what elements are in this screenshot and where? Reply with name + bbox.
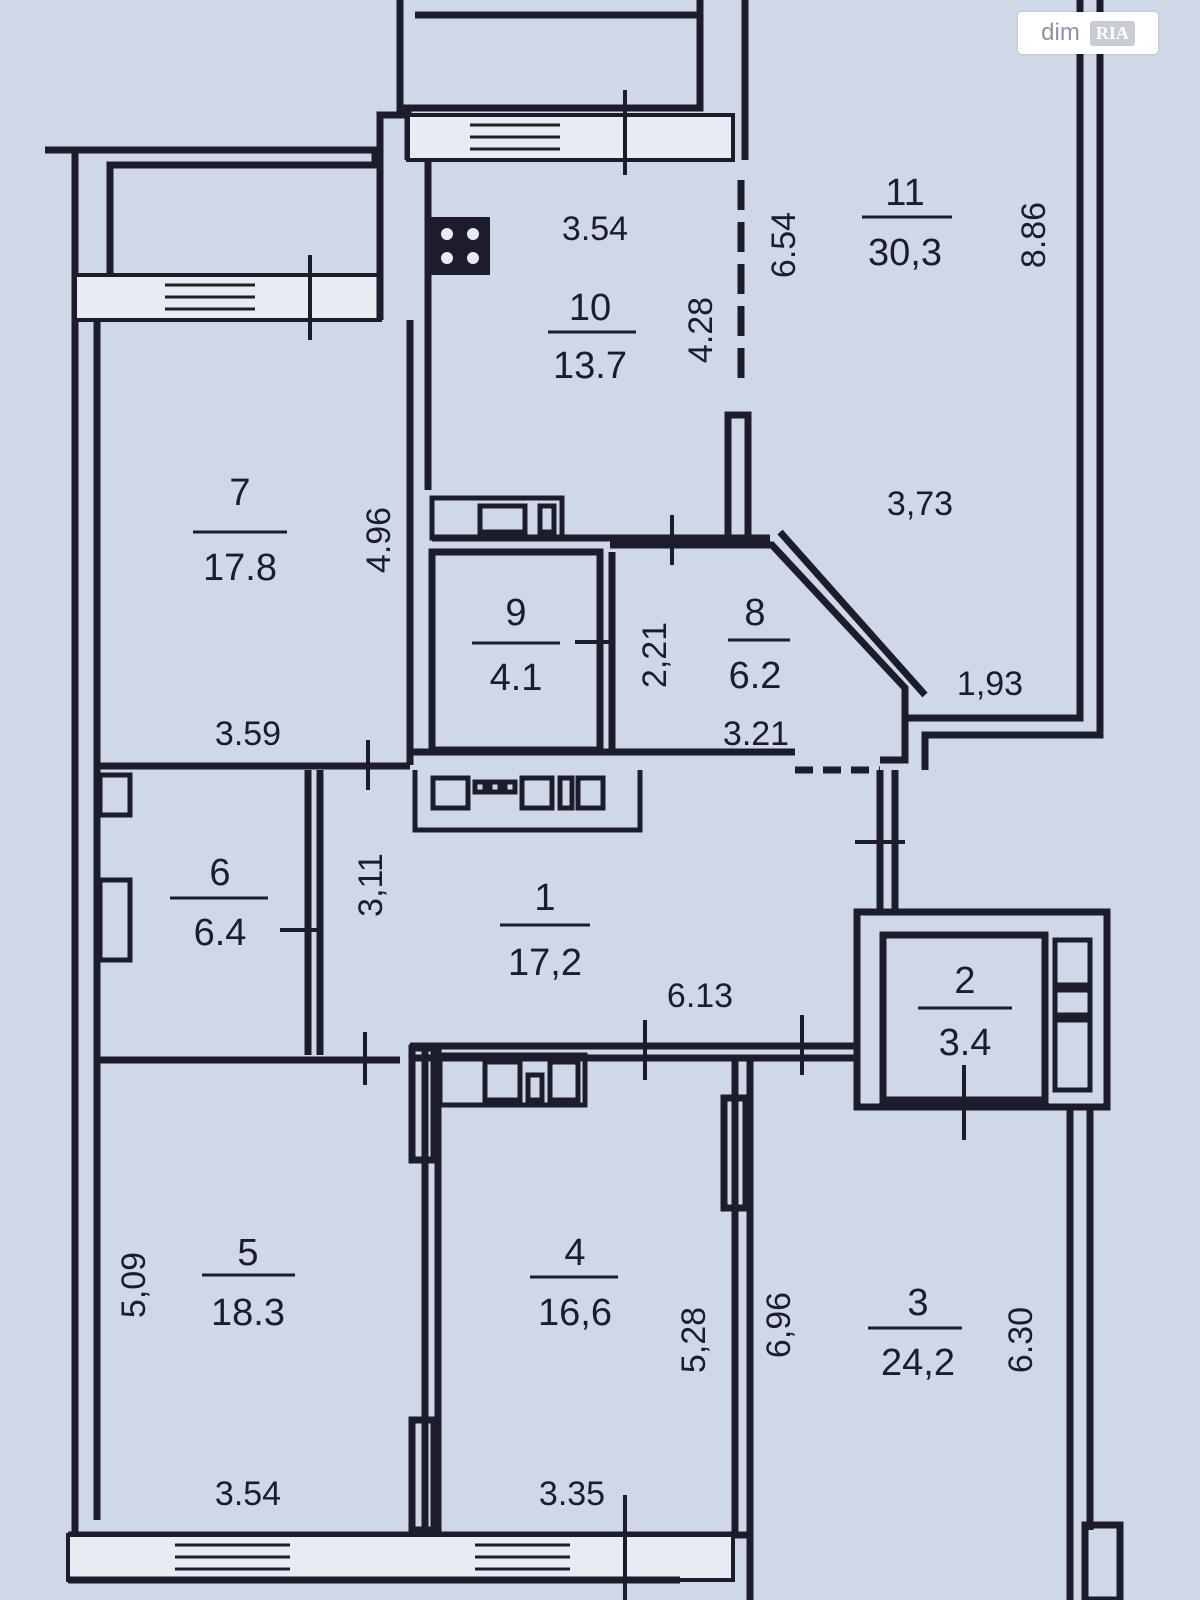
dim-room4-width: 3.35 — [539, 1475, 605, 1513]
utility-box3 — [487, 779, 503, 795]
stove-icon — [430, 217, 490, 275]
fixture-room6-top — [97, 772, 133, 818]
room-5-area: 18.3 — [211, 1292, 285, 1334]
column-room3-bottom — [1081, 1521, 1124, 1600]
room-5-number: 5 — [237, 1232, 258, 1274]
dim-room7-length: 4.96 — [360, 507, 398, 573]
wall-room11-right-outer — [921, 0, 1104, 770]
fixture-room2-1 — [1052, 937, 1093, 988]
dimria-watermark: dim RIA — [1018, 12, 1158, 54]
window-bars — [165, 123, 570, 1571]
balcony-left — [45, 146, 379, 275]
room-10-area: 13.7 — [553, 345, 627, 387]
closet-room4-inner2 — [547, 1059, 581, 1103]
utility-box7 — [575, 775, 606, 811]
room9-box — [428, 548, 604, 754]
room2-outer — [853, 908, 1111, 1111]
utility-box6 — [557, 775, 575, 811]
dim-corridor-length: 6.13 — [667, 977, 733, 1015]
closet-room9 — [429, 495, 565, 541]
dimension-labels: 3.54 6.54 8.86 4.28 3,73 4.96 2,21 1,93 … — [115, 202, 1053, 1513]
dim-room7-width: 3.59 — [215, 715, 281, 753]
utility-box5 — [519, 775, 555, 811]
door-marks — [280, 90, 966, 1600]
dim-room11-step: 1,93 — [957, 665, 1023, 703]
dim-room5-length: 5,09 — [115, 1252, 153, 1318]
room-7-area: 17.8 — [203, 547, 277, 589]
dim-room4-length: 5,28 — [675, 1307, 713, 1373]
room-9-number: 9 — [505, 592, 526, 634]
wall-room8-diagonal — [610, 541, 909, 718]
fixture-room2-3 — [1052, 1017, 1093, 1093]
walls — [45, 0, 1124, 1600]
fixture-room2-2 — [1052, 987, 1093, 1018]
room-8-number: 8 — [744, 592, 765, 634]
dim-room3-length: 6.30 — [1002, 1307, 1040, 1373]
room-11-area: 30,3 — [868, 232, 942, 274]
closet-room4-inner — [482, 1059, 523, 1103]
closet-room4-small — [525, 1072, 545, 1103]
room-8-area: 6.2 — [729, 655, 782, 697]
utility-box4 — [502, 779, 518, 795]
utility-box1 — [430, 775, 471, 811]
column-room5-4-top — [408, 1044, 438, 1164]
room-3-number: 3 — [907, 1282, 928, 1324]
dim-room6-length: 3,11 — [352, 853, 390, 917]
column-room5-4-bottom — [408, 1416, 438, 1534]
room-1-number: 1 — [534, 877, 555, 919]
utility-box2 — [472, 779, 488, 795]
room-3-area: 24,2 — [881, 1342, 955, 1384]
closet-room9-small — [537, 503, 557, 535]
dim-room8-width: 3.21 — [723, 715, 789, 753]
room-4-number: 4 — [564, 1232, 585, 1274]
room-7-number: 7 — [229, 472, 250, 514]
room-2-number: 2 — [954, 960, 975, 1002]
closet-room9-inner — [477, 503, 528, 535]
dim-room5-width: 3.54 — [215, 1475, 281, 1513]
room-10-number: 10 — [569, 287, 611, 329]
window-bottom — [66, 1533, 735, 1582]
wall-room11-right — [880, 0, 1084, 764]
room-6-number: 6 — [209, 852, 230, 894]
column-room4-3 — [720, 1094, 750, 1212]
dim-kitchen-length: 6.54 — [765, 212, 803, 278]
dim-kitchen-width: 3.54 — [562, 210, 628, 248]
utility-niche — [412, 770, 643, 833]
room-9-area: 4.1 — [490, 657, 543, 699]
watermark-badge: RIA — [1089, 20, 1135, 46]
room-labels: 7 17.8 10 13.7 11 30,3 9 4.1 8 6.2 6 6.4… — [170, 172, 1012, 1384]
room-2-area: 3.4 — [939, 1022, 992, 1064]
window-kitchen — [406, 113, 735, 162]
partition-stub — [724, 411, 752, 549]
room-1-area: 17,2 — [508, 942, 582, 984]
balcony-top — [396, 0, 704, 112]
dim-room8-length: 2,21 — [636, 622, 674, 688]
room-11-number: 11 — [885, 172, 924, 214]
watermark-brand: dim — [1041, 19, 1080, 46]
dim-room11-length: 8.86 — [1015, 202, 1053, 268]
room-6-area: 6.4 — [194, 912, 247, 954]
fixture-room6-side — [97, 877, 133, 963]
column-kitchen — [376, 111, 412, 320]
room-4-area: 16,6 — [538, 1292, 612, 1334]
dim-room11-width: 3,73 — [887, 485, 953, 523]
dim-kitchen-depth: 4.28 — [682, 297, 720, 363]
dim-room3-inner-length: 6,96 — [760, 1292, 798, 1358]
wall-room8-diagonal-outer — [777, 529, 928, 698]
